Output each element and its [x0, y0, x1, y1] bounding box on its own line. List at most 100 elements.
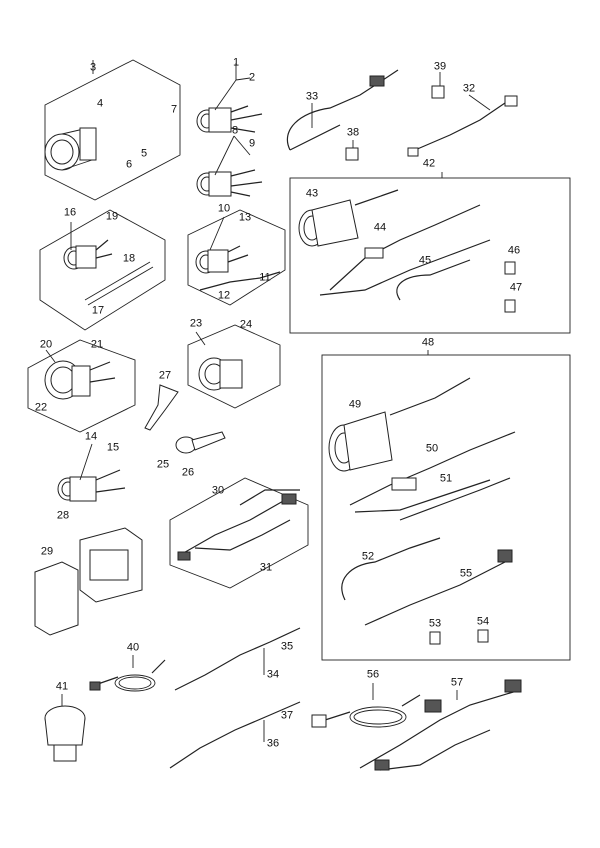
gauge-16	[63, 239, 154, 306]
part-label-16: 16	[63, 206, 77, 219]
part-label-43: 43	[305, 187, 319, 200]
harness-55	[364, 549, 513, 626]
part-label-33: 33	[305, 90, 319, 103]
leader-lines	[45, 60, 491, 742]
part-label-49: 49	[348, 398, 362, 411]
part-label-51: 51	[439, 472, 453, 485]
part-label-53: 53	[428, 617, 442, 630]
cover-29	[34, 561, 79, 636]
part-label-17: 17	[91, 304, 105, 317]
gauge-49	[328, 377, 471, 472]
part-label-57: 57	[450, 676, 464, 689]
part-label-18: 18	[122, 252, 136, 265]
group-box-3	[44, 59, 181, 201]
part-label-12: 12	[217, 289, 231, 302]
part-label-6: 6	[125, 158, 133, 171]
display-28	[79, 527, 143, 603]
harness-50	[349, 431, 516, 513]
part-label-44: 44	[373, 221, 387, 234]
part-label-23: 23	[189, 317, 203, 330]
part-label-35: 35	[280, 640, 294, 653]
plug-38	[345, 147, 359, 161]
group-box-23	[187, 324, 281, 409]
plug-54	[477, 629, 489, 643]
part-label-48: 48	[421, 336, 435, 349]
plug-53	[429, 631, 441, 645]
cable-51	[399, 477, 511, 521]
cable-56	[311, 694, 421, 728]
harness-57	[359, 679, 522, 771]
part-label-34: 34	[266, 668, 280, 681]
harness-44	[319, 204, 491, 296]
harness-36	[169, 701, 301, 769]
cable-33	[286, 69, 399, 151]
part-label-19: 19	[105, 210, 119, 223]
part-label-22: 22	[34, 401, 48, 414]
group-box-20	[27, 339, 136, 433]
part-label-2: 2	[248, 71, 256, 84]
part-label-13: 13	[238, 211, 252, 224]
part-label-20: 20	[39, 338, 53, 351]
horn-41	[44, 705, 86, 762]
part-label-40: 40	[126, 641, 140, 654]
plug-46	[504, 261, 516, 275]
part-label-25: 25	[156, 458, 170, 471]
part-label-1: 1	[232, 56, 240, 69]
cable-45	[396, 259, 471, 301]
part-label-26: 26	[181, 466, 195, 479]
part-label-30: 30	[211, 484, 225, 497]
group-box-10	[187, 209, 286, 306]
part-label-39: 39	[433, 60, 447, 73]
part-label-47: 47	[509, 281, 523, 294]
gauge-43	[298, 189, 399, 247]
plug-39	[431, 85, 445, 99]
part-label-27: 27	[158, 369, 172, 382]
group-box-30	[169, 477, 309, 589]
part-label-3: 3	[89, 61, 97, 74]
part-label-45: 45	[418, 254, 432, 267]
gauge-23	[198, 357, 243, 391]
part-label-21: 21	[90, 338, 104, 351]
part-label-37: 37	[280, 709, 294, 722]
part-label-52: 52	[361, 550, 375, 563]
group-box-42	[289, 177, 571, 334]
cable-32	[407, 95, 518, 157]
part-label-11: 11	[259, 271, 271, 284]
gauge-1	[196, 105, 263, 133]
part-label-5: 5	[140, 147, 148, 160]
sender-27	[144, 384, 179, 431]
gauge-14	[57, 469, 126, 502]
harness-30	[177, 489, 300, 561]
part-label-7: 7	[170, 103, 178, 116]
cable-52	[341, 537, 441, 601]
part-label-10: 10	[217, 202, 231, 215]
gauge-3	[44, 127, 97, 171]
part-label-41: 41	[55, 680, 69, 693]
harness-34	[174, 627, 301, 691]
part-label-31: 31	[259, 561, 273, 574]
part-label-29: 29	[40, 545, 54, 558]
part-label-24: 24	[239, 318, 253, 331]
part-label-46: 46	[507, 244, 521, 257]
part-label-4: 4	[96, 97, 104, 110]
part-label-50: 50	[425, 442, 439, 455]
gauge-20	[44, 360, 116, 400]
part-label-36: 36	[266, 737, 280, 750]
cable-40	[89, 659, 166, 692]
gauge-10	[195, 245, 281, 291]
part-label-32: 32	[462, 82, 476, 95]
part-label-42: 42	[422, 157, 436, 170]
part-label-56: 56	[366, 668, 380, 681]
plug-47	[504, 299, 516, 313]
sender-25	[175, 431, 226, 454]
part-label-28: 28	[56, 509, 70, 522]
gauge-8	[196, 169, 263, 197]
part-label-55: 55	[459, 567, 473, 580]
part-label-8: 8	[231, 124, 239, 137]
part-label-54: 54	[476, 615, 490, 628]
group-box-48	[321, 354, 571, 661]
part-label-38: 38	[346, 126, 360, 139]
part-label-15: 15	[106, 441, 120, 454]
